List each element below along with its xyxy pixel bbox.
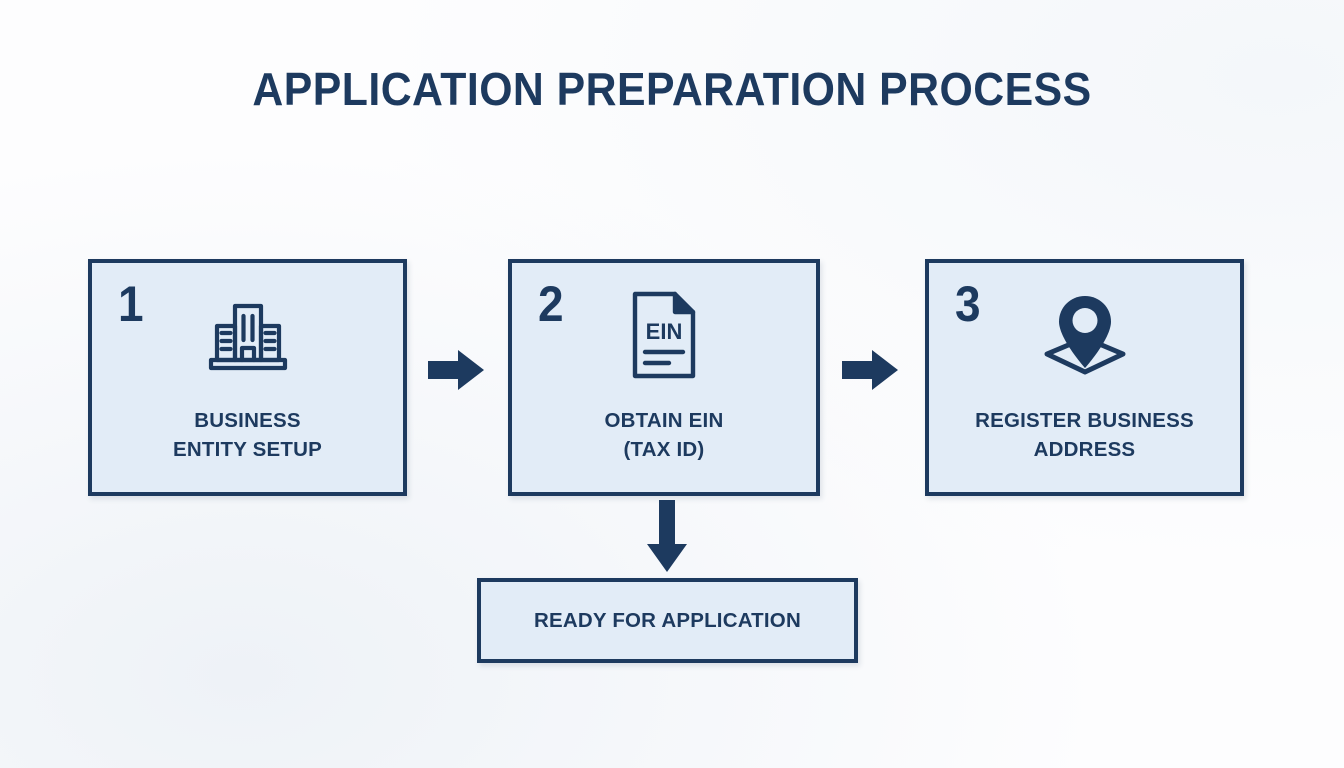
arrow-step2-to-step3-icon bbox=[842, 348, 898, 392]
step-label-3: REGISTER BUSINESS ADDRESS bbox=[975, 409, 1194, 462]
map-pin-location-icon bbox=[1039, 289, 1131, 381]
step-box-obtain-ein[interactable]: 2 EIN OBTAIN EIN (TAX ID) bbox=[508, 259, 820, 496]
ein-document-icon: EIN bbox=[618, 289, 710, 381]
step-number-3: 3 bbox=[955, 276, 981, 332]
office-building-icon bbox=[202, 289, 294, 381]
svg-text:EIN: EIN bbox=[646, 319, 683, 344]
step-label-2: OBTAIN EIN (TAX ID) bbox=[604, 409, 724, 462]
arrow-step1-to-step2-icon bbox=[428, 348, 484, 392]
page-title: APPLICATION PREPARATION PROCESS bbox=[252, 63, 1092, 115]
arrow-step2-to-result-icon bbox=[645, 500, 689, 572]
step-number-2: 2 bbox=[538, 276, 564, 332]
step-number-1: 1 bbox=[118, 276, 144, 332]
step-box-register-business-address[interactable]: 3 REGISTER BUSINESS ADDRESS bbox=[925, 259, 1244, 496]
step-box-business-entity-setup[interactable]: 1 bbox=[88, 259, 407, 496]
result-label: READY FOR APPLICATION bbox=[534, 608, 801, 632]
step-label-1: BUSINESS ENTITY SETUP bbox=[173, 409, 322, 462]
result-box-ready-for-application[interactable]: READY FOR APPLICATION bbox=[477, 578, 858, 663]
